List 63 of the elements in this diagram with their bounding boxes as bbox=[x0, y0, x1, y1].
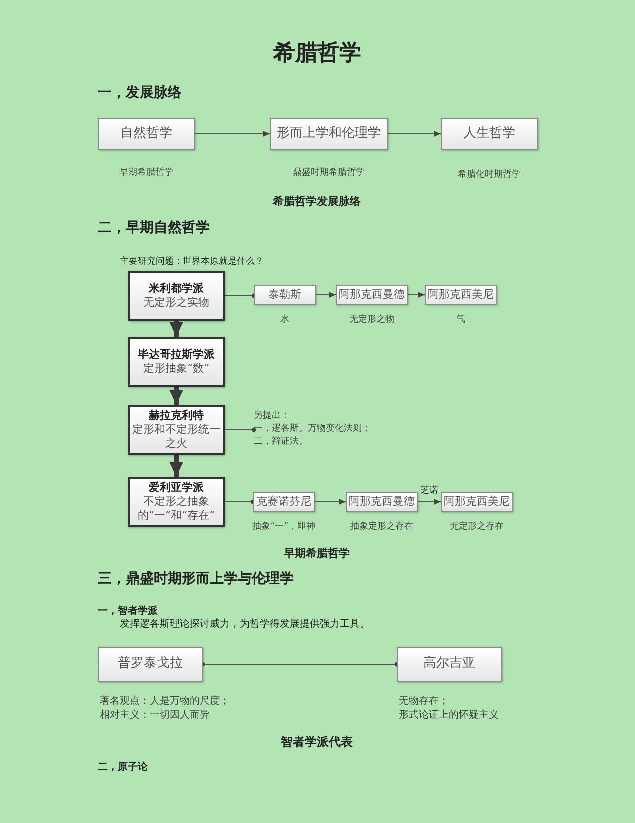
body-text: 发挥逻各斯理论探讨威力，为哲学得发展提供强力工具。 bbox=[120, 618, 370, 631]
arrow bbox=[316, 292, 336, 298]
arrow bbox=[388, 131, 442, 137]
arrow bbox=[418, 499, 442, 505]
process-box: 高尔吉亚 bbox=[397, 647, 502, 682]
edge-label: 芝诺 bbox=[420, 484, 440, 497]
box-heading: 毕达哥拉斯学派 bbox=[138, 348, 215, 362]
caption-text: 气 bbox=[456, 314, 466, 326]
arrow bbox=[408, 292, 426, 298]
note-text: 一，逻各斯。万物变化法则； bbox=[254, 423, 371, 436]
process-box bbox=[128, 271, 225, 321]
caption-text: 无定形之物 bbox=[350, 314, 394, 326]
figure-caption: 早期希腊哲学 bbox=[284, 546, 350, 561]
process-box bbox=[128, 405, 225, 455]
caption-text: 相对主义：一切因人而异 bbox=[100, 708, 210, 722]
arrow bbox=[314, 499, 346, 505]
figure-caption: 智者学派代表 bbox=[281, 734, 353, 751]
figure-caption: 希腊哲学发展脉络 bbox=[273, 194, 361, 209]
process-box: 普罗泰戈拉 bbox=[98, 647, 203, 682]
box-text: 无定形之实物 bbox=[144, 296, 210, 310]
section-heading: 三，鼎盛时期形而上学与伦理学 bbox=[98, 570, 294, 588]
box-heading: 米利都学派 bbox=[149, 282, 204, 296]
process-box: 人生哲学 bbox=[441, 118, 538, 150]
caption-text: 水 bbox=[280, 314, 290, 326]
process-box bbox=[128, 337, 225, 387]
box-heading: 爱利亚学派 bbox=[149, 480, 204, 495]
connector-line bbox=[224, 500, 256, 504]
process-box bbox=[128, 477, 225, 527]
caption-text: 形式论证上的怀疑主义 bbox=[399, 708, 499, 722]
connector-line bbox=[224, 428, 256, 432]
arrow bbox=[194, 131, 270, 137]
box-heading: 赫拉克利特 bbox=[149, 408, 204, 423]
process-box: 阿那克西美尼 bbox=[441, 492, 513, 512]
thick-arrow bbox=[170, 455, 184, 477]
note-text: 另提出： bbox=[254, 410, 290, 423]
process-box: 形而上学和伦理学 bbox=[270, 118, 388, 150]
box-text: 不定形之抽象的“一”和“存在” bbox=[136, 494, 216, 524]
caption-text: 早期希腊哲学 bbox=[120, 166, 174, 179]
process-box: 自然哲学 bbox=[98, 118, 195, 150]
question-text: 主要研究问题：世界本原就是什么？ bbox=[120, 256, 264, 268]
section-heading: 二，早期自然哲学 bbox=[98, 219, 210, 237]
subsection-heading: 一，智者学派 bbox=[98, 604, 158, 618]
connector-line bbox=[224, 294, 256, 298]
process-box: 克赛诺芬尼 bbox=[253, 492, 315, 512]
caption-text: 无定形之存在 bbox=[450, 520, 504, 533]
thick-arrow bbox=[170, 321, 184, 337]
process-box: 阿那克西曼德 bbox=[346, 492, 418, 512]
process-box: 阿那克西美尼 bbox=[425, 285, 497, 305]
caption-text: 鼎盛时期希腊哲学 bbox=[293, 166, 365, 179]
thick-arrow bbox=[170, 387, 184, 405]
page-title: 希腊哲学 bbox=[272, 39, 362, 68]
process-box: 泰勒斯 bbox=[254, 285, 316, 305]
note-text: 二，辩证法。 bbox=[254, 436, 308, 450]
caption-text: 抽象定形之存在 bbox=[350, 520, 414, 533]
subsection-heading: 二，原子论 bbox=[98, 760, 148, 774]
caption-text: 希腊化时期哲学 bbox=[458, 168, 521, 181]
process-box: 阿那克西曼德 bbox=[336, 285, 408, 305]
caption-text: 无物存在； bbox=[399, 695, 449, 708]
caption-text: 抽象“一”，即神 bbox=[252, 520, 316, 533]
section-heading: 一，发展脉络 bbox=[98, 84, 182, 102]
caption-text: 著名观点：人是万物的尺度； bbox=[100, 694, 230, 708]
box-text: 定形抽象“数” bbox=[143, 362, 210, 376]
box-text: 定形和不定形统一之火 bbox=[132, 422, 222, 452]
